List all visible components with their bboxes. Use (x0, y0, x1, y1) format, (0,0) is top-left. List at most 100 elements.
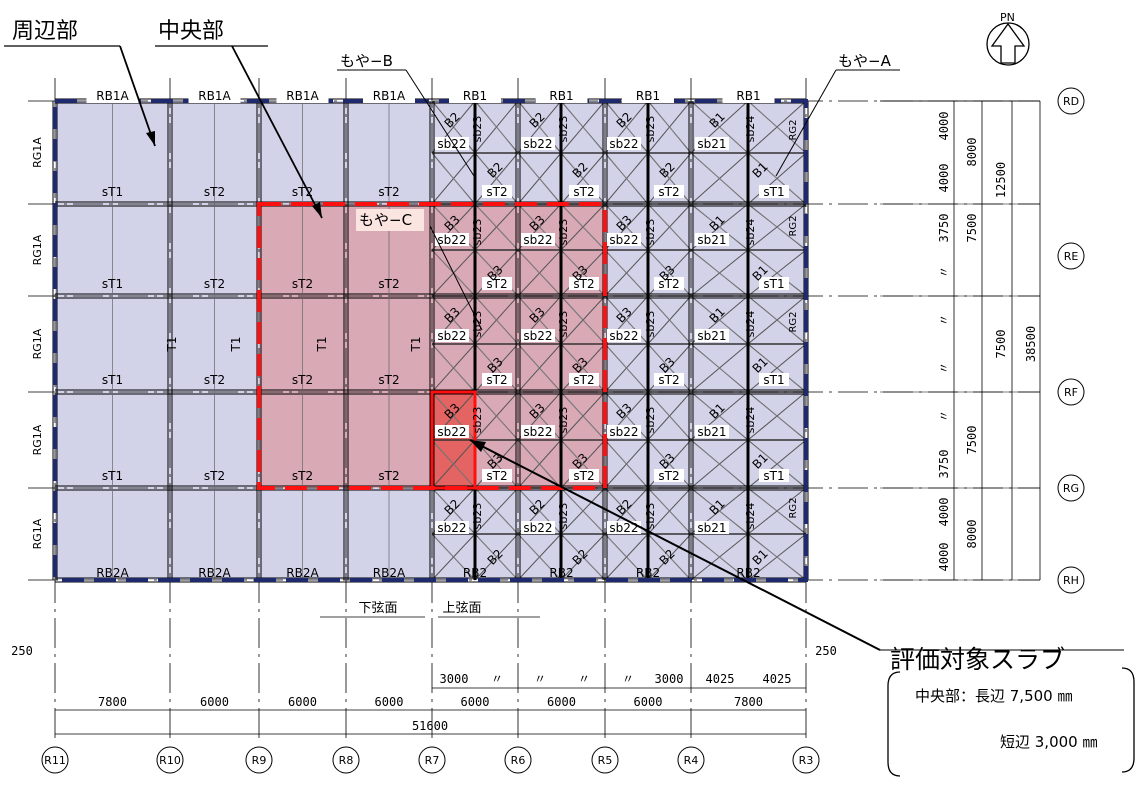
brace-line (750, 442, 804, 486)
column-axis-label: R7 (425, 754, 440, 767)
label-bg (654, 373, 684, 386)
dim-text: 6000 (634, 695, 663, 709)
structural-grid (28, 78, 1040, 740)
brace-line (607, 346, 646, 390)
slab-label: sT2 (204, 469, 225, 483)
brace-line (693, 536, 746, 578)
label-bg (569, 185, 599, 198)
brace-line (563, 298, 603, 342)
label-bg (435, 233, 469, 246)
sub-beam-label: sb24 (744, 311, 757, 338)
column-axis-bubble (418, 746, 446, 774)
slab-label: sT1 (102, 469, 123, 483)
slab-label: sT1 (763, 469, 784, 483)
sub-beam-label: sb22 (437, 425, 466, 439)
slab-label: sT1 (102, 373, 123, 387)
brace-line (434, 346, 473, 390)
slab-label: sT2 (573, 373, 594, 387)
top-beam-label: RB1A (198, 89, 231, 103)
sub-beam-label: sb23 (557, 407, 570, 434)
center-label: 中央部 (158, 19, 224, 44)
purlin-b-callout: もや−B (337, 52, 475, 177)
label-bg (521, 137, 555, 150)
slab-label: sT2 (378, 373, 399, 387)
dim-text: 3750 (937, 450, 951, 479)
brace-line (477, 490, 516, 532)
slab-label: sT2 (658, 277, 679, 291)
row-axis-label: RH (1063, 574, 1079, 587)
sub-beam-label: sb23 (557, 311, 570, 338)
sub-beam-label: sb23 (644, 219, 657, 246)
brace-line (563, 394, 603, 438)
sub-beam-label: sb23 (644, 311, 657, 338)
slab-label: sT2 (573, 185, 594, 199)
brace-line (693, 346, 746, 390)
sub-beam-label: sb21 (697, 329, 726, 343)
purlin-c-callout: もや−C (356, 209, 483, 331)
column-axis-bubble (41, 746, 69, 774)
row-axis-label: RD (1063, 95, 1079, 108)
top-beam-label: RB1A (96, 89, 129, 103)
label-bg (435, 137, 469, 150)
right-girder-label: RG2 (788, 119, 799, 140)
brace-line (693, 252, 746, 294)
brace-line (520, 442, 559, 486)
t1-label: T1 (315, 337, 329, 353)
dim-text: 7500 (965, 214, 979, 243)
brace-line (434, 536, 473, 578)
lower-chord-label: 下弦面 (358, 600, 397, 616)
dim-text: 7800 (98, 695, 127, 709)
slab-label: sT1 (102, 277, 123, 291)
sub-beam-label: sb23 (471, 407, 484, 434)
purlin-b-label: もや−B (340, 52, 393, 70)
purlin-a-label: もや−A (838, 52, 892, 70)
sub-beam-label: sb22 (609, 521, 638, 535)
slab-label: sT2 (378, 277, 399, 291)
slab-label: sT2 (486, 277, 507, 291)
dim-text: 4025 (763, 672, 792, 686)
brace-line (607, 252, 646, 294)
slab-label: sT2 (486, 373, 507, 387)
top-beam-label: RB1 (549, 89, 573, 103)
label-bg (759, 469, 789, 482)
brace-line (750, 252, 804, 294)
t1-label: T1 (229, 337, 243, 353)
label-bg (622, 90, 674, 103)
slab-label: sT2 (658, 469, 679, 483)
row-axis-bubble (1057, 474, 1085, 502)
label-bg (435, 521, 469, 534)
sub-beam-label: sb23 (471, 116, 484, 143)
label-bg (759, 185, 789, 198)
dim-text: 6000 (200, 695, 229, 709)
label-bg (482, 373, 512, 386)
label-bg (569, 373, 599, 386)
brace-line (693, 442, 746, 486)
column-axis-bubble (591, 746, 619, 774)
column-axis-bubble (245, 746, 273, 774)
brace-line (750, 206, 804, 248)
brace-line (607, 442, 646, 486)
row-axis-bubble (1057, 378, 1085, 406)
north-arrow-icon: PN (986, 11, 1030, 66)
brace-line (477, 536, 516, 578)
purlin-c-label: もや−C (359, 211, 412, 229)
dim-text: 〃 (578, 672, 590, 686)
brace-line (563, 206, 603, 248)
label-bg (535, 90, 588, 103)
sub-beam-label: sb22 (437, 329, 466, 343)
label-bg (607, 329, 641, 342)
label-bg (695, 137, 729, 150)
top-beam-label: RB1 (636, 89, 660, 103)
label-bg (482, 185, 512, 198)
left-girder-label: RG1A (31, 424, 44, 455)
top-beam-label: RB1A (286, 89, 319, 103)
label-bg (654, 469, 684, 482)
sub-beam-label: sb22 (437, 521, 466, 535)
sub-beam-label: sb21 (697, 425, 726, 439)
brace-line (650, 298, 689, 342)
brace-line (650, 206, 689, 248)
sub-beam-label: sb22 (437, 137, 466, 151)
brace-line (650, 536, 689, 578)
